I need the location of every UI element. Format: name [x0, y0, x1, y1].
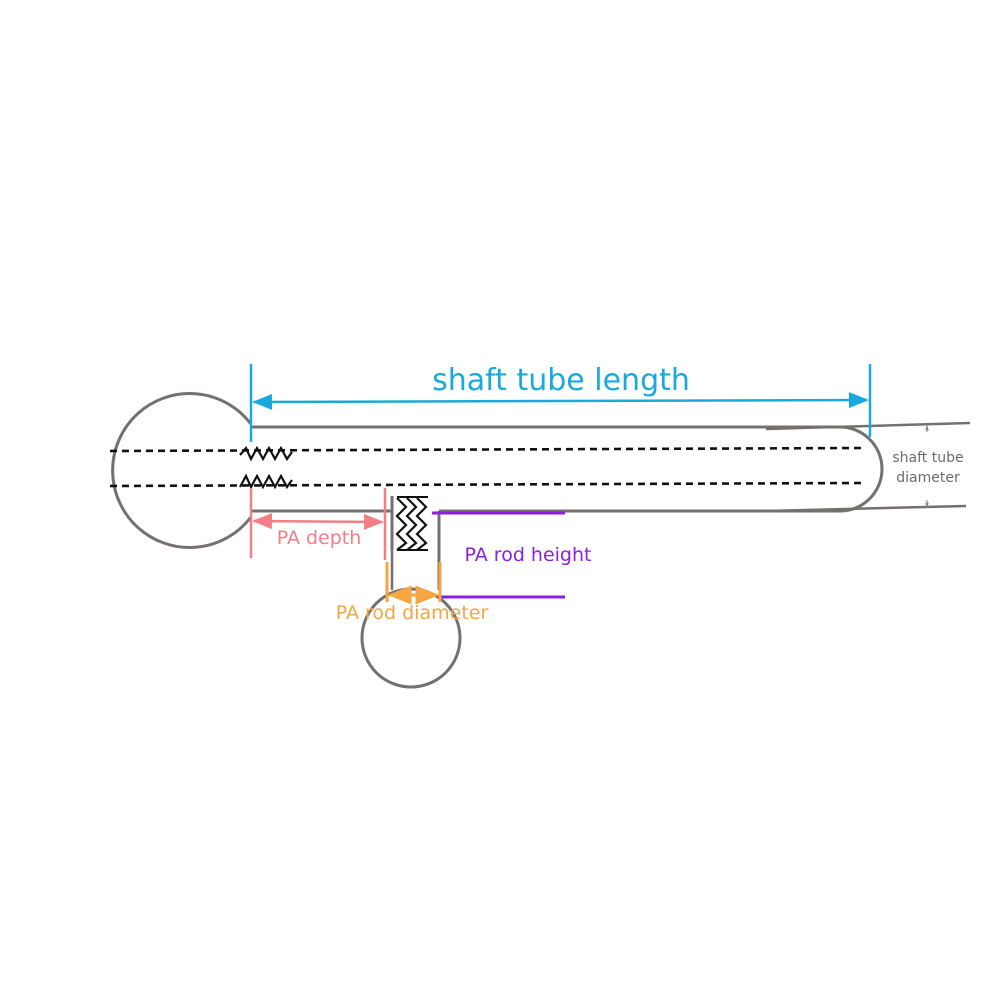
thread-lower	[239, 473, 293, 490]
pa-rod-thread-right	[405, 497, 418, 551]
shaft-tube-diameter-label-line1: shaft tube	[892, 450, 963, 466]
shaft-tube-diameter-label-line2: diameter	[896, 470, 960, 486]
pa-rod-thread-left	[395, 497, 408, 551]
big-sphere	[111, 392, 253, 549]
bore-dashed-top	[109, 446, 863, 453]
shaft-length-arrow	[252, 392, 869, 410]
diameter-ext-top	[765, 421, 971, 431]
pa-rod-diameter-label: PA rod diameter	[336, 602, 489, 624]
bore-dashed-bottom	[109, 481, 863, 488]
pa-depth-label: PA depth	[277, 527, 362, 549]
pa-rod-height-label: PA rod height	[465, 544, 592, 566]
thread-upper	[239, 445, 293, 462]
pa-rod-thread-right2	[415, 497, 428, 551]
shaft-tube-rounded-end	[839, 425, 884, 513]
pa-depth-arrow	[252, 513, 384, 530]
shaft-tube-length-label: shaft tube length	[432, 363, 690, 398]
diameter-ext-bottom	[765, 504, 967, 513]
